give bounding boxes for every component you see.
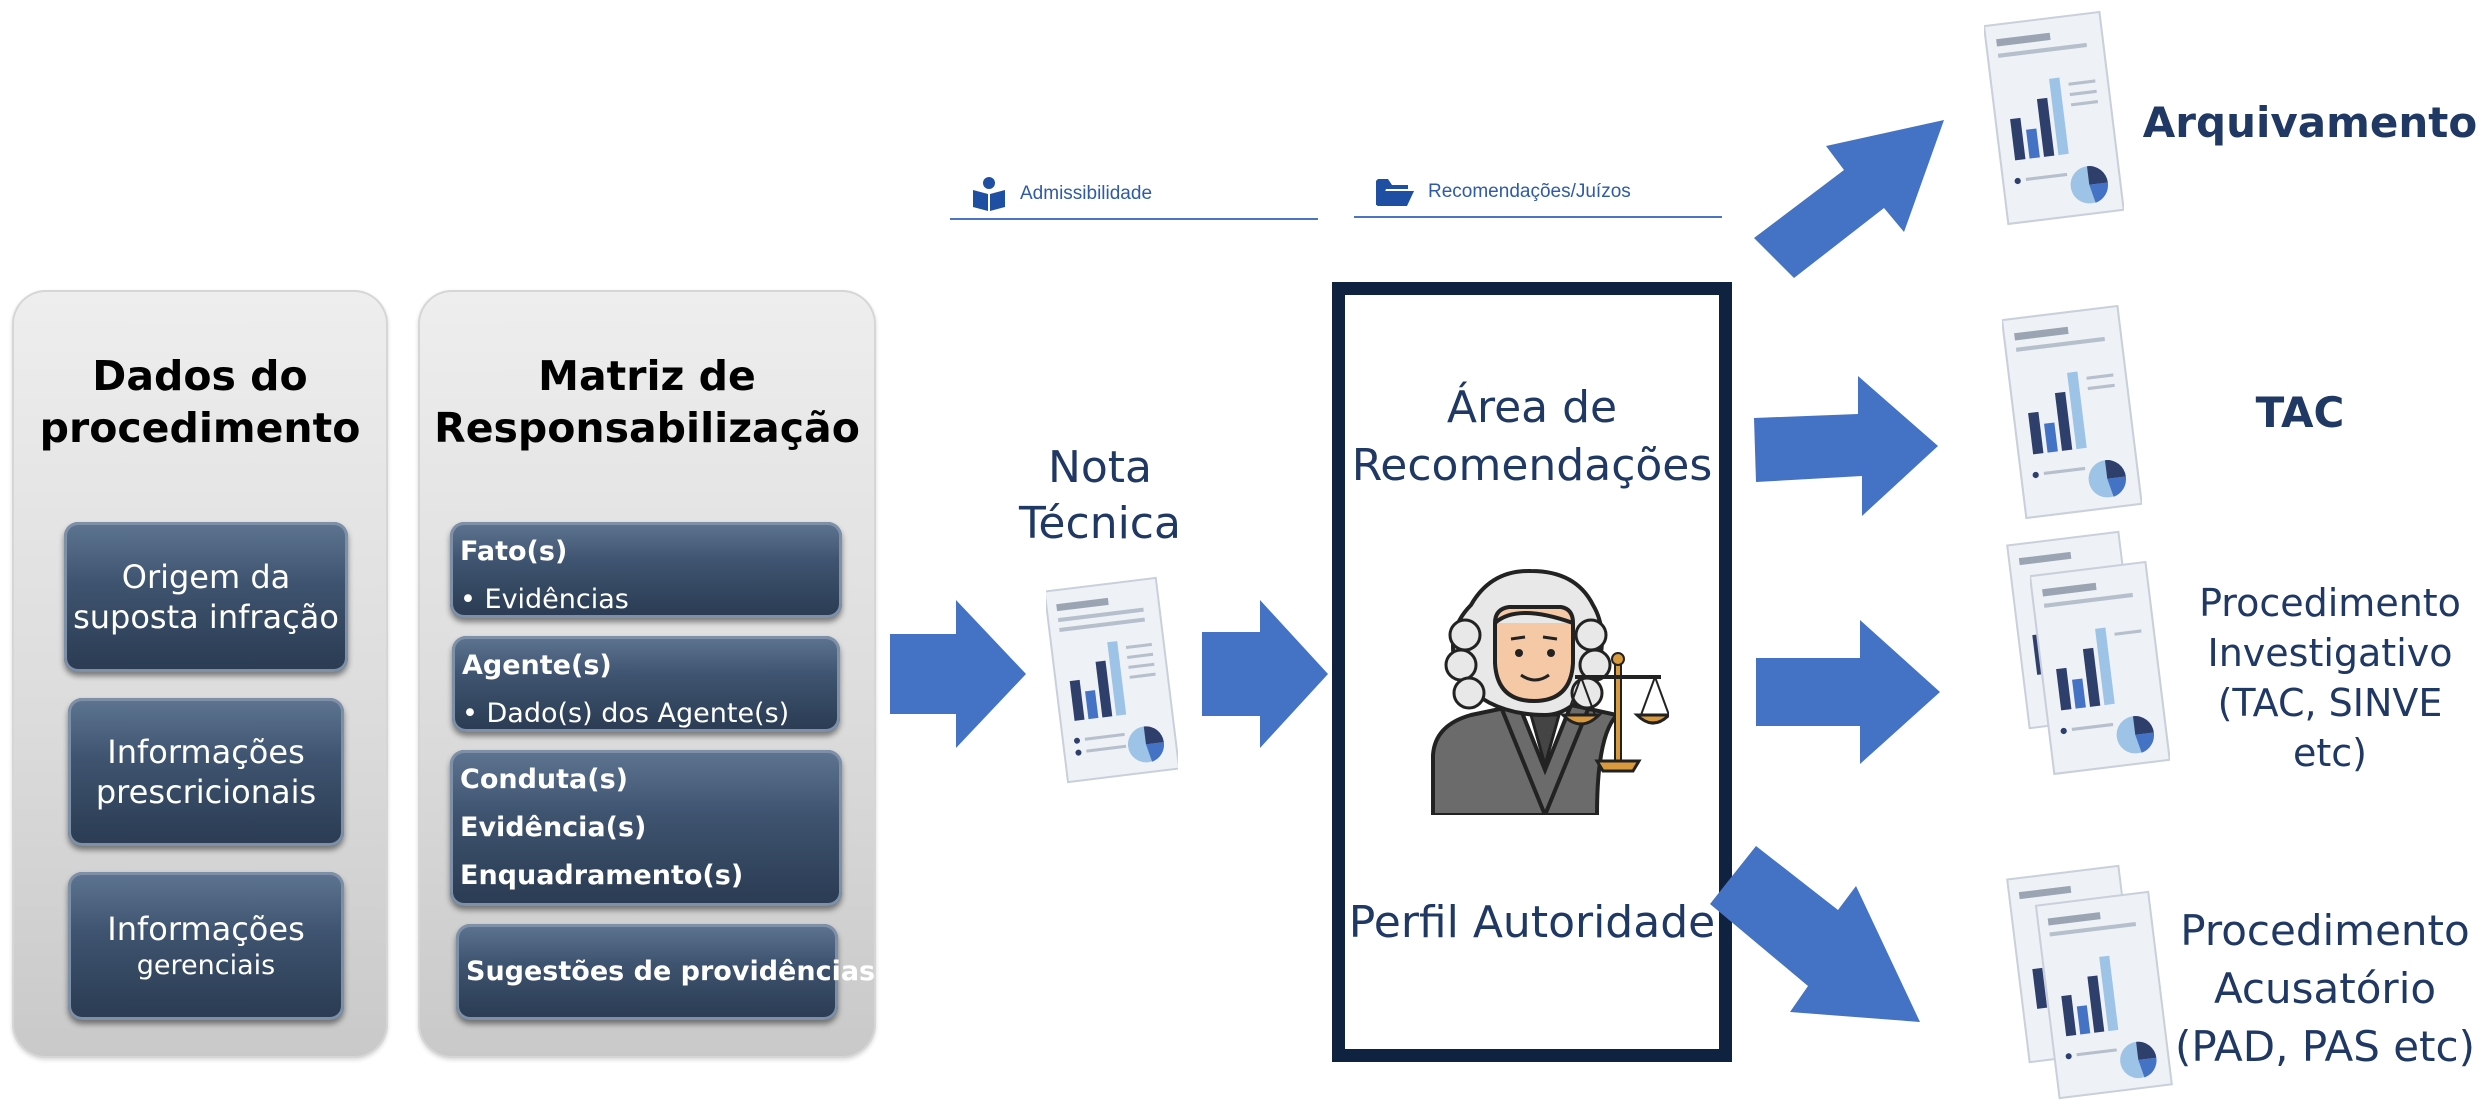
matriz-line: Evidência(s) [460, 812, 647, 843]
outcome-investigativo: Procedimento Investigativo (TAC, SINVE e… [2180, 578, 2480, 778]
matriz-line: • Dado(s) dos Agente(s) [462, 698, 790, 729]
dados-item-origem[interactable]: Origem da suposta infração [64, 522, 348, 672]
dados-item-label: prescricionais [95, 773, 317, 811]
flow-arrow-acusatorio [1710, 846, 1920, 1022]
authority-title-line: Área de [1446, 382, 1618, 433]
flow-arrow-tac [1754, 376, 1938, 516]
panel-matriz-responsabilizacao: Matriz de Responsabilização Fato(s) • Ev… [418, 290, 876, 1058]
dados-item-label: Informações [107, 733, 305, 771]
panel-title: Dados do procedimento [39, 352, 361, 452]
outcome-line: Procedimento [2180, 906, 2470, 955]
outcome-tac: TAC [2200, 386, 2400, 440]
matriz-item-sugestoes[interactable]: Sugestões de providências [456, 924, 875, 1020]
document-icon [1984, 10, 2124, 226]
outcome-line: Acusatório [2213, 964, 2437, 1013]
outcome-line: TAC [2255, 388, 2345, 437]
document-icon [2030, 560, 2170, 776]
matriz-line: Conduta(s) [460, 764, 629, 795]
outcome-line: Investigativo [2207, 631, 2453, 675]
matriz-line: Agente(s) [462, 650, 612, 681]
matriz-line: Sugestões de providências [466, 956, 876, 987]
authority-footer: Perfil Autoridade [1348, 897, 1716, 948]
flow-arrow [1202, 600, 1328, 748]
matriz-line: • Evidências [460, 584, 629, 615]
flow-arrow-arquivamento [1754, 120, 1944, 278]
panel-dados-procedimento: Dados do procedimento Origem da suposta … [12, 290, 388, 1058]
matriz-item-conduta[interactable]: Conduta(s) Evidência(s) Enquadramento(s) [450, 750, 842, 906]
matriz-item-fatos[interactable]: Fato(s) • Evidências [450, 522, 842, 618]
tab-label: Recomendações/Juízos [1428, 181, 1631, 202]
authority-title: Área de Recomendações [1345, 379, 1719, 495]
document-icon [1046, 576, 1178, 784]
matriz-line: Fato(s) [460, 536, 568, 567]
dados-item-label: Informações [107, 910, 305, 948]
outcome-line: (PAD, PAS etc) [2175, 1022, 2475, 1071]
document-icon [2002, 304, 2142, 520]
matriz-line: Enquadramento(s) [460, 860, 744, 891]
authority-box: Área de Recomendações Perfil Autoridade [1332, 282, 1732, 1062]
dados-item-label: suposta infração [73, 598, 339, 636]
tab-admissibilidade[interactable]: Admissibilidade [950, 170, 1318, 220]
tab-recomendacoes[interactable]: Recomendações/Juízos [1354, 168, 1722, 218]
folder-open-icon [1376, 179, 1414, 206]
dados-item-gerenciais[interactable]: Informações gerenciais [68, 872, 344, 1020]
nota-tecnica-line: Técnica [1019, 498, 1181, 549]
tab-label: Admissibilidade [1020, 183, 1153, 204]
dados-item-prescricionais[interactable]: Informações prescricionais [68, 698, 344, 846]
dados-item-label: gerenciais [136, 950, 276, 981]
outcome-line: Procedimento [2199, 581, 2461, 625]
nota-tecnica-line: Nota [1047, 442, 1153, 493]
dados-item-label: Origem da [121, 558, 291, 596]
reading-person-icon [973, 177, 1005, 211]
outcome-line: (TAC, SINVE etc) [2217, 681, 2443, 775]
document-icon [2034, 890, 2173, 1100]
authority-title-line: Recomendações [1351, 440, 1713, 491]
flow-arrow [890, 600, 1026, 748]
nota-tecnica-label: Nota Técnica [990, 440, 1210, 552]
flow-arrow-investigativo [1756, 620, 1940, 764]
panel-title: Matriz de Responsabilização [434, 352, 860, 452]
outcome-line: Arquivamento [2142, 98, 2478, 147]
outcome-acusatorio: Procedimento Acusatório (PAD, PAS etc) [2166, 902, 2484, 1076]
outcome-arquivamento: Arquivamento [2140, 96, 2480, 150]
judge-icon [1431, 568, 1669, 815]
matriz-item-agentes[interactable]: Agente(s) • Dado(s) dos Agente(s) [452, 636, 840, 732]
